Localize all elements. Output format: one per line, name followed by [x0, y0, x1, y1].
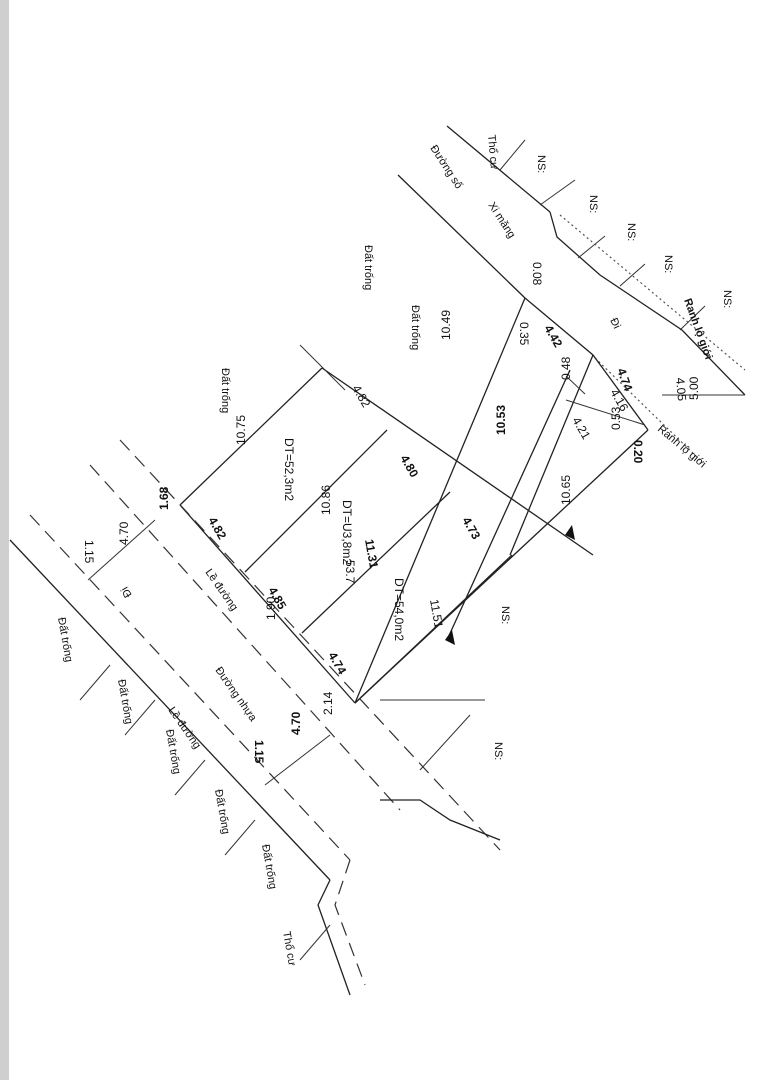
dim-10-53: 10.53: [494, 405, 508, 435]
parcel-boundary-3: [509, 354, 594, 556]
dim-0-48: 0.48: [559, 356, 573, 380]
ns-divider-4: [679, 305, 706, 331]
label-duong-nhua: Đường nhựa: [213, 665, 260, 725]
label-tho-cu-bottom: Thổ cư: [280, 930, 298, 967]
dim-4-73: 4.73: [459, 515, 483, 543]
label-xi-mang: Xi măng: [485, 200, 517, 240]
dim-0-35: 0.35: [517, 322, 531, 346]
dim-1-68: 1.68: [157, 486, 171, 510]
ranh-lo-gioi-line-2: [594, 357, 701, 461]
ns-bottom-divider: [419, 714, 471, 771]
neighbour-boundary: [549, 211, 746, 396]
dim-4-80: 4.80: [397, 453, 421, 481]
dim-4-82-top: 4.82: [349, 383, 373, 411]
tho-cu-divider-1: [499, 139, 526, 171]
lot-divider-2: [301, 491, 451, 634]
label-di-2: Đi: [119, 585, 135, 600]
label-duong-so: Đường số: [427, 143, 464, 191]
label-dat-trong-2: Đất trống: [409, 305, 421, 350]
parcel-boundary-1: [354, 297, 526, 704]
label-ns-4: NS:: [662, 255, 674, 273]
ns-divider-3: [619, 263, 646, 287]
ns-divider-2: [577, 235, 606, 259]
plot-divider-b: [124, 699, 156, 736]
plot-divider-a: [79, 664, 111, 701]
label-ns-mid: NS:: [499, 606, 511, 624]
road-dashed-2: [89, 464, 401, 811]
parcel-bottom-front: [179, 504, 356, 704]
lot-divider-top: [321, 367, 594, 556]
road-xi-mang-edge-right: [446, 125, 551, 213]
dim-1-15-left: 1.15: [82, 540, 96, 564]
dim-10-65: 10.65: [559, 475, 573, 505]
label-di-1: Đi: [607, 316, 622, 330]
label-ranh-lo-gioi-2: Ranh lộ giới: [655, 423, 708, 470]
dim-1-90: 1.90: [264, 596, 278, 620]
arrow-2: [565, 525, 575, 540]
label-ns-5: NS:: [721, 290, 733, 308]
label-dat-trong-4: Đất trống: [55, 616, 75, 663]
dim-4-21: 4.21: [569, 415, 593, 443]
label-ranh-lo-gioi-1: Ranh lộ giới: [681, 297, 714, 361]
parcel-boundary-2: [446, 369, 571, 641]
label-ns-3: NS:: [625, 223, 637, 241]
label-ns-bottom: NS:: [492, 742, 504, 760]
dim-4-70-bot: 4.70: [289, 711, 303, 735]
dim-2-14: 2.14: [321, 691, 335, 715]
tick-top-left: [299, 344, 346, 391]
dim-10-49: 10.49: [439, 310, 453, 340]
dim-0-20: 0.20: [631, 440, 645, 464]
road-bend-right: [380, 799, 501, 841]
area-lot2: DT=U3,8m2: [340, 500, 354, 565]
plot-divider-d: [224, 819, 256, 856]
road-edge-outer: [9, 539, 331, 881]
plot-divider-c: [174, 759, 206, 796]
dim-10-86: 10.86: [319, 485, 333, 515]
dim-10-75: 10.75: [234, 415, 248, 445]
area-lot3: DT=54,0m2: [392, 578, 406, 641]
corner-small-1: [565, 375, 586, 395]
dim-5-00: 5.00: [687, 376, 701, 400]
dim-11-51: 11.51: [427, 598, 446, 629]
ns-divider-1: [539, 179, 576, 206]
parcel-front-boundary: [524, 297, 649, 431]
dim-line-bottom: [264, 734, 331, 786]
road-xi-mang-edge-left: [397, 174, 526, 299]
plot-divider-e: [299, 924, 331, 961]
dim-11-31: 11.31: [362, 538, 381, 570]
road-corner-bottom: [317, 879, 351, 996]
road-dashed-1: [29, 514, 351, 861]
label-ns-1: NS:: [535, 155, 547, 173]
arrow-1: [445, 630, 455, 645]
road-corner-dashed: [334, 859, 366, 986]
dim-line-left: [87, 519, 156, 581]
dim-0-53: 0.53: [609, 406, 623, 430]
label-dat-trong-8: Đất trống: [259, 843, 279, 890]
lot-divider-1: [244, 429, 388, 573]
corner-small-2: [565, 399, 646, 426]
dim-0-08: 0.08: [530, 262, 544, 286]
area-lot2-extra: 53.7: [343, 560, 357, 584]
area-lot1: DT=52,3m2: [282, 438, 296, 501]
ranh-lo-gioi-line-1: [559, 214, 746, 371]
dim-4-42: 4.42: [541, 323, 565, 351]
dim-4-05: 4.05: [673, 377, 689, 402]
label-dat-trong-5: Đất trống: [115, 678, 135, 725]
dim-1-15-bot: 1.15: [252, 740, 266, 764]
lot-divider-3: [354, 554, 513, 704]
label-dat-trong-3: Đất trống: [219, 368, 231, 413]
label-dat-trong-6: Đất trống: [163, 728, 183, 775]
label-ns-2: NS:: [587, 195, 599, 213]
dim-4-70-left: 4.70: [117, 521, 131, 545]
road-dashed-3: [119, 439, 501, 851]
label-dat-trong-7: Đất trống: [212, 788, 232, 835]
label-le-duong-1: Lề đường: [203, 567, 240, 613]
label-dat-trong-1: Đất trống: [362, 245, 374, 290]
label-tho-cu-top: Thổ cư: [485, 134, 500, 170]
page-edge: [0, 0, 9, 1080]
lot1-left-edge: [179, 367, 323, 506]
